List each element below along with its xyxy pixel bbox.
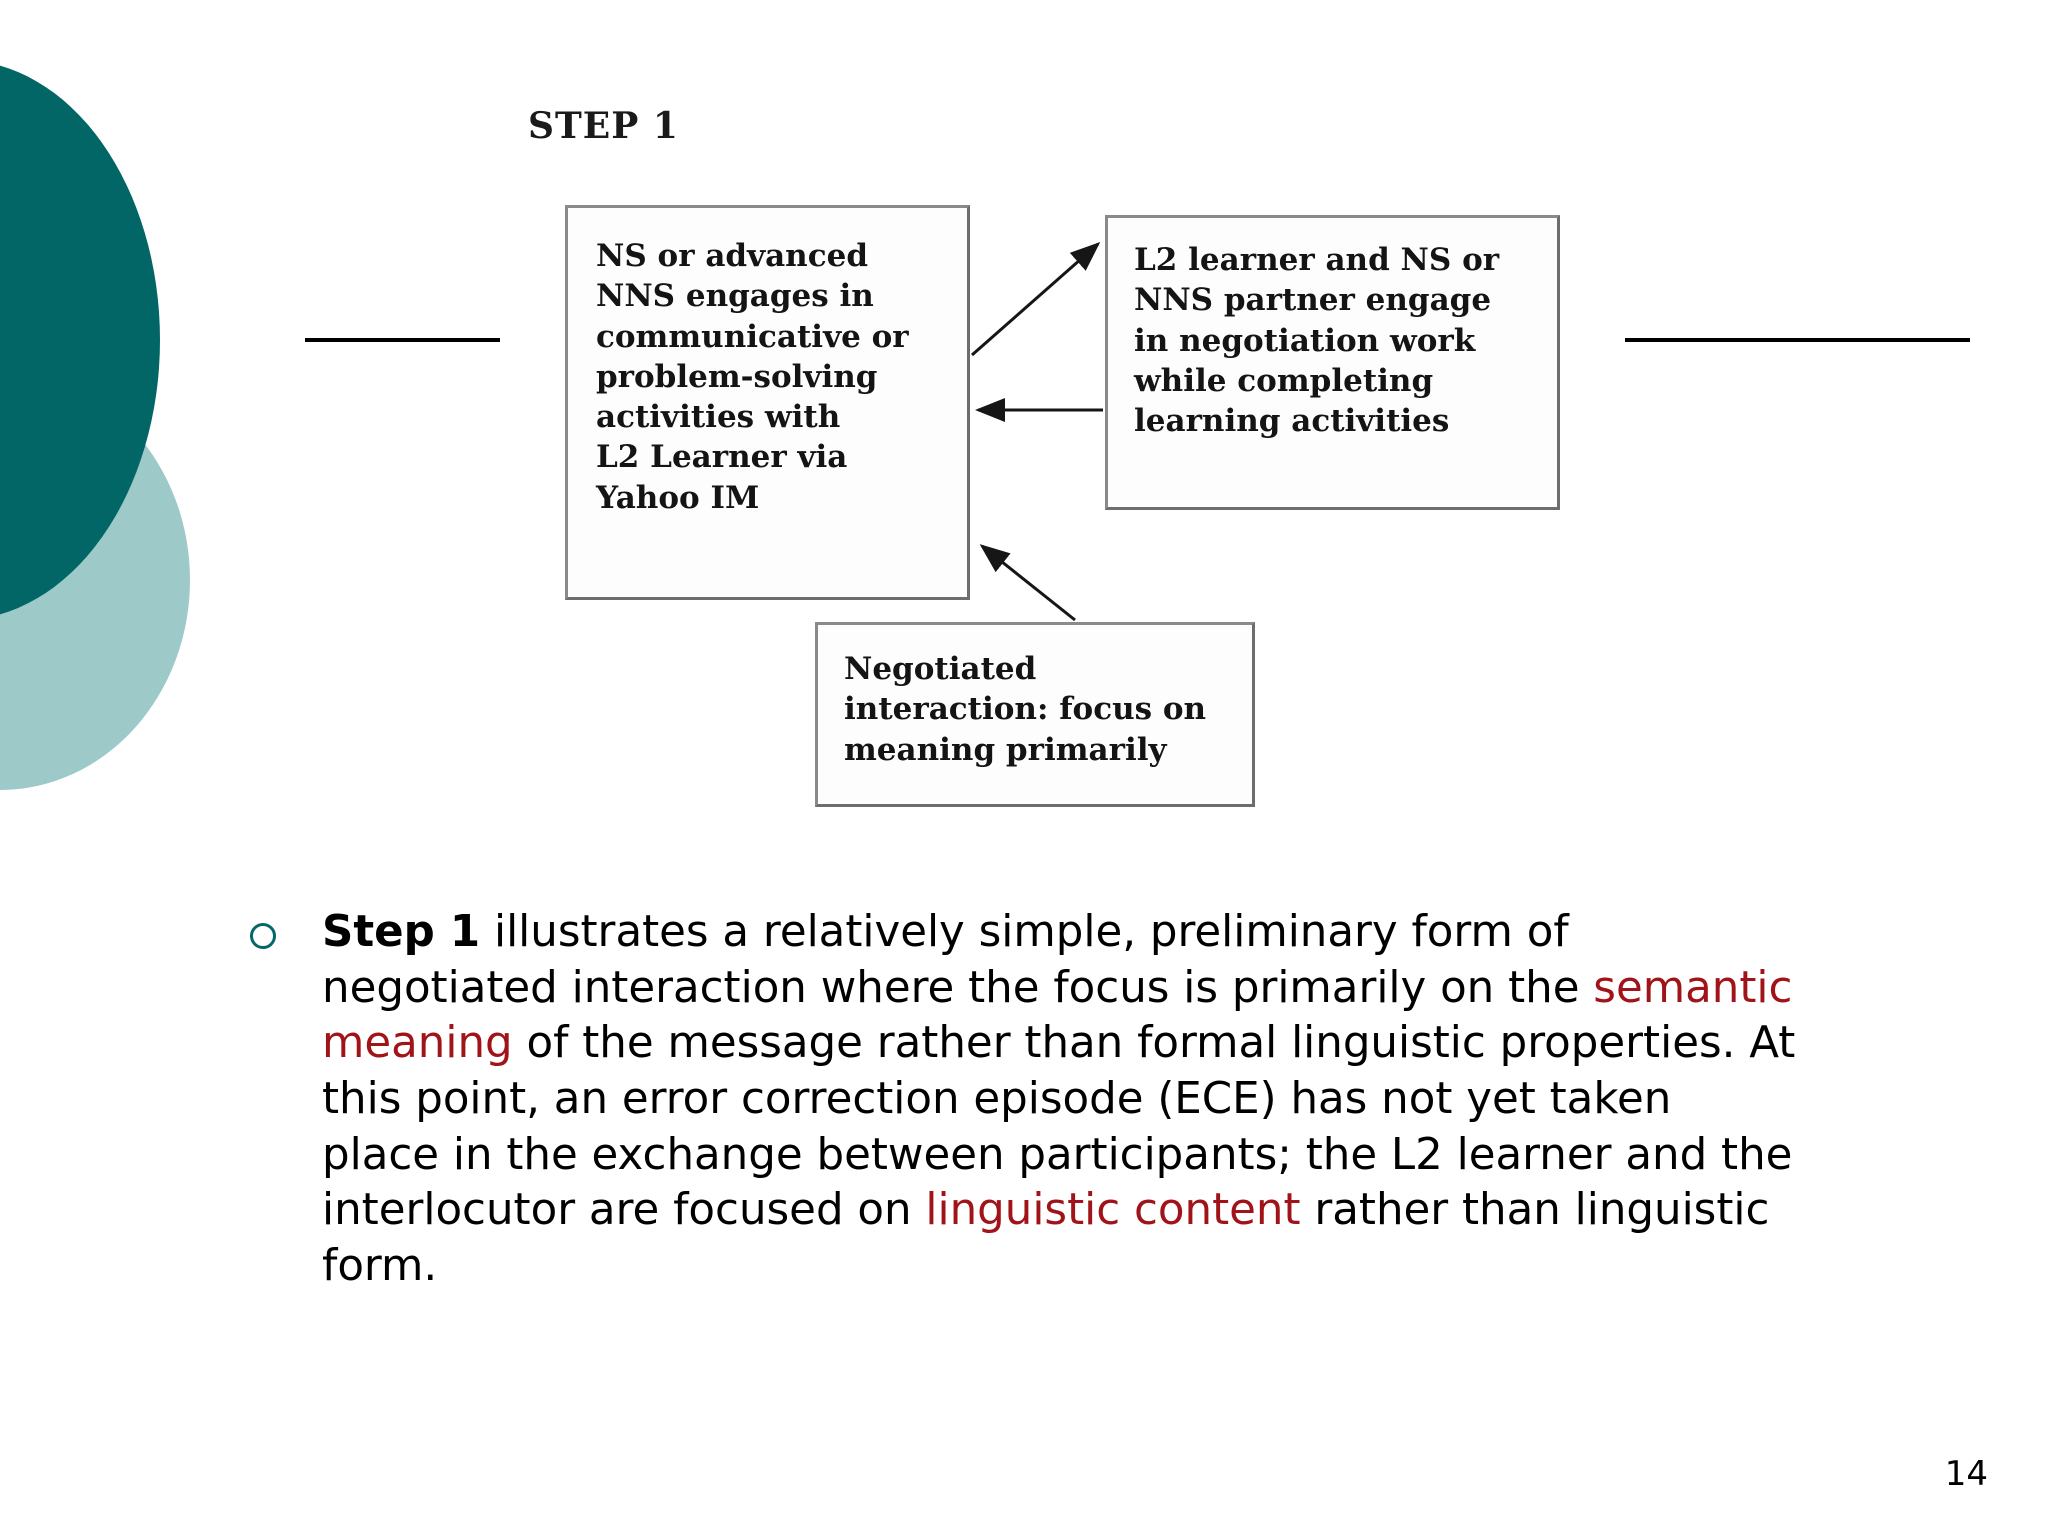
diagram-box-l2-learner-partner-text: L2 learner and NS or NNS partner engage … [1134, 242, 1500, 440]
diagram-step-label: STEP 1 [528, 105, 679, 147]
body-segment-highlight-linguistic-content: linguistic content [925, 1185, 1301, 1236]
diagram-box-ns-advanced-nns: NS or advanced NNS engages in communicat… [565, 205, 970, 600]
diagram-box-l2-learner-partner: L2 learner and NS or NNS partner engage … [1105, 215, 1560, 510]
body-segment-plain-2: of the message rather than formal lingui… [322, 1018, 1796, 1236]
body-segment-plain-1: illustrates a relatively simple, prelimi… [322, 907, 1594, 1013]
page-number: 14 [1944, 1454, 1988, 1494]
body-segment-plain-3: rather than linguistic form. [322, 1185, 1770, 1292]
diagram-box-negotiated-interaction-text: Negotiated interaction: focus on meaning… [844, 651, 1207, 768]
body-paragraph: Step 1 illustrates a relatively simple, … [322, 905, 1800, 1295]
diagram-box-ns-advanced-nns-text: NS or advanced NNS engages in communicat… [596, 238, 909, 516]
title-rule-right [1625, 338, 1970, 342]
diagram-box-negotiated-interaction: Negotiated interaction: focus on meaning… [815, 622, 1255, 807]
arrow-bottom-to-left [979, 544, 1076, 622]
body-segment-bold: Step 1 [322, 907, 481, 957]
body-bullet-item: Step 1 illustrates a relatively simple, … [240, 905, 1800, 1295]
body-segment-highlight-semantic-meaning: semantic meaning [322, 962, 1793, 1069]
title-rule-left [305, 338, 500, 342]
arrow-left-to-right [971, 242, 1101, 357]
hollow-circle-bullet-icon [250, 923, 276, 949]
